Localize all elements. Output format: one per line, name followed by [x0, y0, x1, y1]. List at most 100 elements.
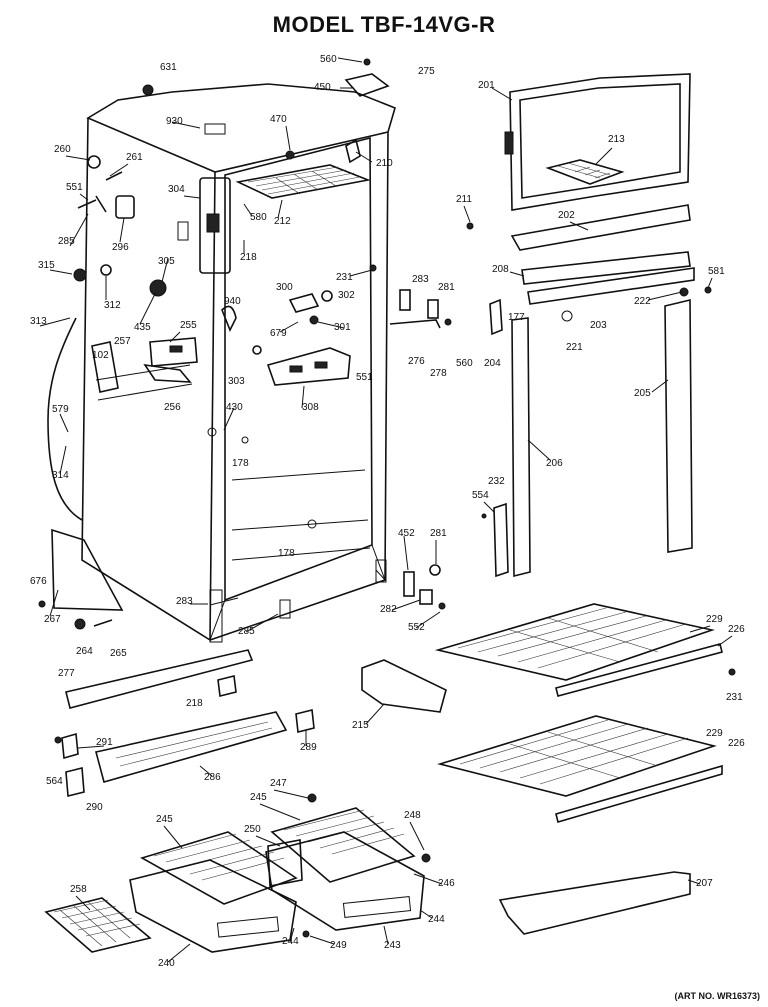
callout-940: 940: [224, 296, 241, 307]
callout-203: 203: [590, 320, 607, 331]
part-247: [307, 793, 317, 803]
callout-275: 275: [418, 66, 435, 77]
damper-308: [266, 347, 351, 386]
callout-264: 264: [76, 646, 93, 657]
rail-232: [493, 502, 509, 578]
callout-302: 302: [338, 290, 355, 301]
callout-226: 226: [728, 624, 745, 635]
callout-313: 313: [30, 316, 47, 327]
part-290: [65, 766, 85, 798]
callout-246: 246: [438, 878, 455, 889]
callout-222: 222: [634, 296, 651, 307]
callout-314: 314: [52, 470, 69, 481]
callout-221: 221: [566, 342, 583, 353]
screw-564: [54, 736, 62, 744]
callout-305: 305: [158, 256, 175, 267]
callout-218-b: 218: [186, 698, 203, 709]
callout-277: 277: [58, 668, 75, 679]
callout-291: 291: [96, 737, 113, 748]
callout-248: 248: [404, 810, 421, 821]
callout-286: 286: [204, 772, 221, 783]
screw-554: [481, 513, 487, 519]
leader-lines: [39, 57, 733, 963]
crisper-left-240: [129, 831, 298, 953]
callout-261: 261: [126, 152, 143, 163]
callout-285: 285: [58, 236, 75, 247]
small-parts-top-left: [38, 84, 167, 608]
freezer-shelf-212: [235, 164, 371, 199]
bin-215: [361, 659, 447, 713]
callout-231-b: 231: [726, 692, 743, 703]
callout-304: 304: [168, 184, 185, 195]
callout-260: 260: [54, 144, 71, 155]
callout-215: 215: [352, 720, 369, 731]
callout-579: 579: [52, 404, 69, 415]
callout-289: 289: [300, 742, 317, 753]
callout-231: 231: [336, 272, 353, 283]
cabinet-body: [81, 83, 396, 643]
screw-264: [74, 618, 86, 630]
hinge-parts-top: [204, 58, 390, 164]
callout-243: 243: [384, 940, 401, 951]
callout-303: 303: [228, 376, 245, 387]
callout-554: 554: [472, 490, 489, 501]
callout-267: 267: [44, 614, 61, 625]
callout-560-b: 560: [456, 358, 473, 369]
shelf-bar-202: [510, 204, 691, 251]
callout-308: 308: [302, 402, 319, 413]
callout-631: 631: [160, 62, 177, 73]
callout-244-b: 244: [428, 914, 445, 925]
callout-265: 265: [110, 648, 127, 659]
callout-276: 276: [408, 356, 425, 367]
callout-430: 430: [226, 402, 243, 413]
callout-202: 202: [558, 210, 575, 221]
callout-212: 212: [274, 216, 291, 227]
callout-312: 312: [104, 300, 121, 311]
callout-204: 204: [484, 358, 501, 369]
callout-930: 930: [166, 116, 183, 127]
callout-551-b: 551: [356, 372, 373, 383]
door-strip-206: [511, 317, 531, 578]
callout-679: 679: [270, 328, 287, 339]
trim-208: [521, 251, 691, 285]
callout-211: 211: [456, 194, 472, 205]
callout-283-b: 283: [176, 596, 193, 607]
grille-286: [95, 711, 288, 783]
wire-shelf-upper-229: [434, 603, 723, 697]
callout-282: 282: [380, 604, 397, 615]
callout-232: 232: [488, 476, 505, 487]
callout-300: 300: [276, 282, 293, 293]
divider-250: [267, 839, 303, 887]
callout-296: 296: [112, 242, 129, 253]
bracket-204: [489, 298, 503, 336]
ice-tray-213: [545, 159, 625, 185]
callout-208: 208: [492, 264, 509, 275]
callout-560: 560: [320, 54, 337, 65]
trim-203: [527, 267, 695, 305]
callout-470: 470: [270, 114, 287, 125]
door-frame-201: [504, 73, 691, 211]
callout-207: 207: [696, 878, 713, 889]
bracket-102: [91, 341, 119, 393]
drain-tube-313: [47, 317, 83, 521]
callout-283: 283: [412, 274, 429, 285]
callout-564: 564: [46, 776, 63, 787]
callout-278: 278: [430, 368, 447, 379]
part-221: [561, 310, 573, 322]
callout-580: 580: [250, 212, 267, 223]
bracket-289: [295, 709, 315, 733]
screw-211: [466, 222, 474, 230]
callout-258: 258: [70, 884, 87, 895]
callout-205: 205: [634, 388, 651, 399]
callout-250: 250: [244, 824, 261, 835]
door-bin-207: [498, 871, 691, 935]
part-248: [421, 853, 431, 863]
callout-290: 290: [86, 802, 103, 813]
callout-281-b: 281: [430, 528, 447, 539]
callout-256: 256: [164, 402, 181, 413]
screw-265: [93, 619, 113, 627]
panel-267: [51, 528, 124, 611]
wire-shelf-lower-229: [437, 715, 723, 824]
callout-551: 551: [66, 182, 83, 193]
